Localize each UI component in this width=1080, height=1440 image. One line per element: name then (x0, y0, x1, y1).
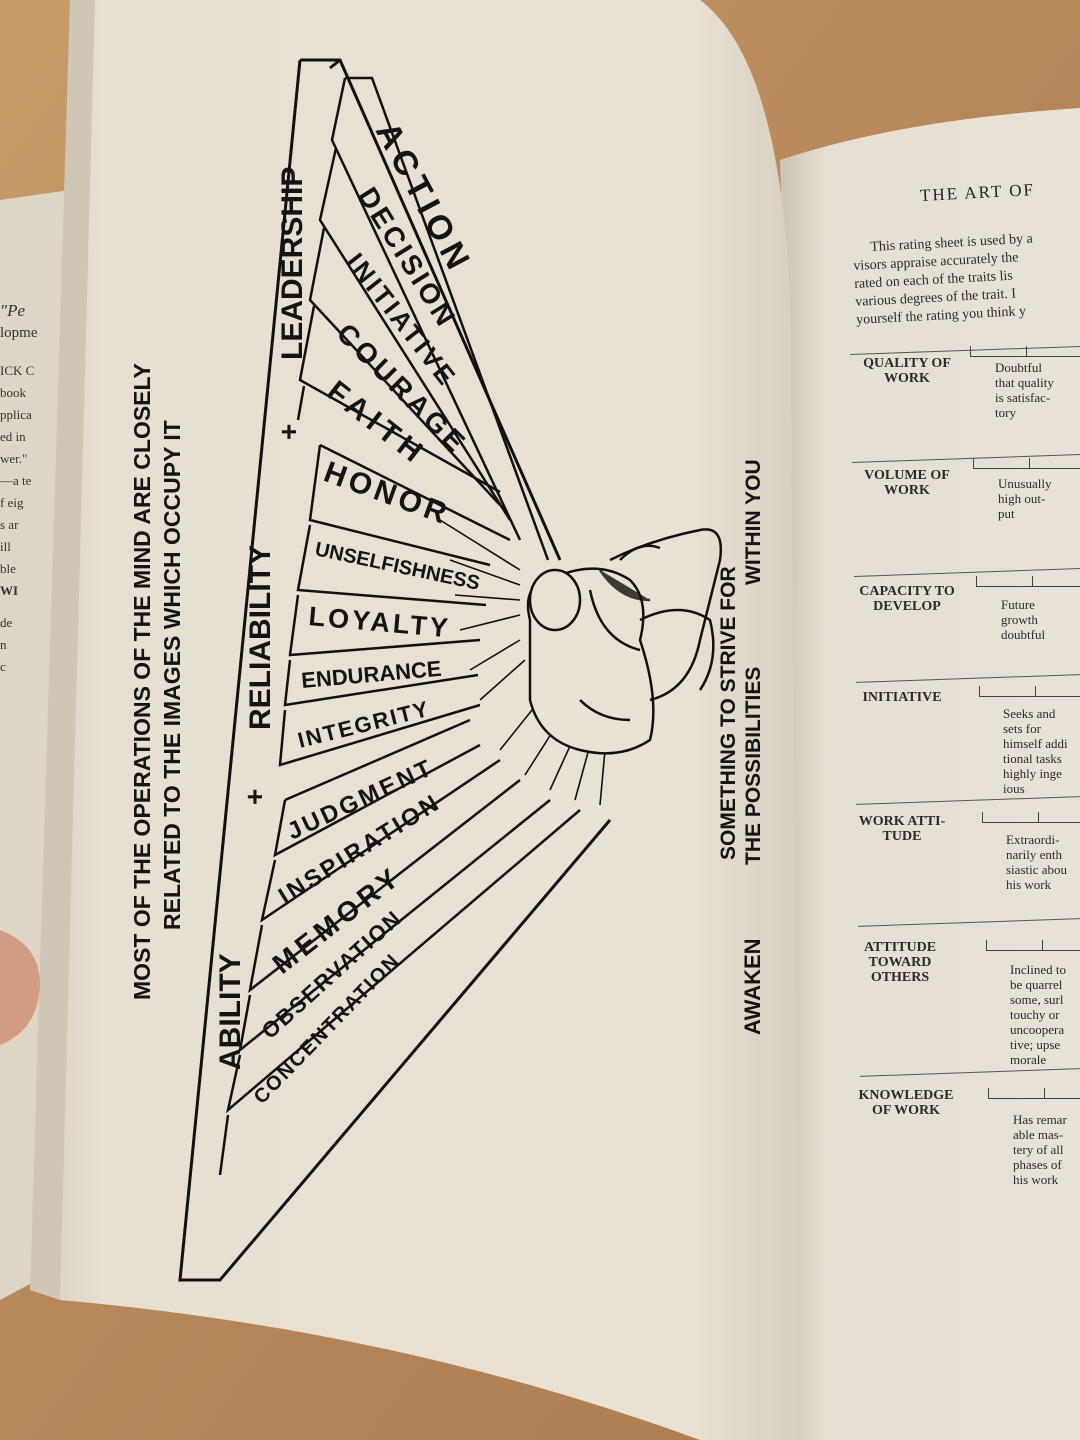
criterion-quality-of-work: QUALITY OF WORK (863, 356, 951, 386)
thumb (0, 930, 40, 1045)
row-divider (860, 1068, 1080, 1077)
label-leadership: LEADERSHIP (276, 167, 309, 360)
rating-scale (976, 576, 1080, 587)
edge-line: book (0, 385, 26, 400)
description: Has remar able mas- tery of all phases o… (1013, 1112, 1067, 1187)
rating-scale (973, 458, 1080, 469)
caption-line-1: SOMETHING TO STRIVE FOR (717, 566, 740, 860)
caption-possibilities: THE POSSIBILITIES (742, 667, 765, 865)
row-divider (856, 796, 1080, 805)
criterion-work-attitude: WORK ATTI- TUDE (858, 814, 946, 844)
caption-within-you: WITHIN YOU (742, 459, 765, 585)
edge-line: n (0, 637, 7, 652)
edge-line: WI (0, 583, 19, 598)
headline: MOST OF THE OPERATIONS OF THE MIND ARE C… (129, 363, 185, 1000)
left-page (40, 0, 800, 1440)
criterion-knowledge-of-work: KNOWLEDGE OF WORK (858, 1088, 954, 1118)
edge-line: —a te (0, 473, 32, 488)
ability-bars (218, 718, 581, 1176)
edge-line: pplica (0, 407, 32, 422)
description: Future growth doubtful (1001, 597, 1046, 642)
rating-scale (979, 686, 1080, 697)
rating-scale (982, 812, 1080, 823)
reliability-bars (278, 443, 511, 767)
caption-awaken: AWAKEN (740, 938, 765, 1035)
seated-figure-illustration (526, 528, 723, 755)
criterion-capacity-to-develop: CAPACITY TO DEVELOP (859, 584, 955, 614)
edge-line: f eig (0, 495, 24, 510)
label-plus-2: + (273, 424, 304, 440)
underlying-page-text: "Pe lopme ICK C book pplica ed in wer." … (0, 300, 70, 678)
criterion-initiative: INITIATIVE (862, 690, 942, 705)
right-page (780, 108, 1080, 1440)
headline-line-2: RELATED TO THE IMAGES WHICH OCCUPY IT (159, 420, 185, 930)
row-divider (856, 674, 1080, 683)
edge-line: ble (0, 561, 16, 576)
rating-scale (988, 1088, 1080, 1099)
edge-line: lopme (0, 325, 38, 341)
light-rays (439, 519, 606, 806)
edge-line: de (0, 615, 13, 630)
label-reliability: RELIABILITY (244, 545, 277, 730)
edge-line: "Pe (0, 301, 26, 320)
description: Extraordi- narily enth siastic abou his … (1006, 832, 1068, 892)
leadership-bars (296, 76, 550, 561)
row-divider (858, 918, 1080, 927)
criterion-volume-of-work: VOLUME OF WORK (864, 468, 950, 498)
rating-scale (986, 940, 1080, 951)
description: Unusually high out- put (998, 476, 1052, 521)
label-plus-1: + (239, 789, 270, 805)
edge-line: ICK C (0, 363, 35, 378)
headline-line-1: MOST OF THE OPERATIONS OF THE MIND ARE C… (129, 363, 155, 1000)
rating-scale (970, 346, 1080, 357)
label-ability: ABILITY (214, 953, 247, 1070)
description: Seeks and sets for himself addi tional t… (1003, 706, 1068, 796)
edge-line: s ar (0, 517, 19, 532)
description: Doubtful that quality is satisfac- tory (995, 360, 1054, 420)
edge-line: ill (0, 539, 11, 554)
edge-line: c (0, 659, 6, 674)
edge-line: wer." (0, 451, 28, 466)
description: Inclined to be quarrel some, surl touchy… (1010, 962, 1066, 1067)
edge-line: ed in (0, 429, 26, 444)
criterion-attitude-toward-others: ATTITUDE TOWARD OTHERS (863, 940, 937, 985)
